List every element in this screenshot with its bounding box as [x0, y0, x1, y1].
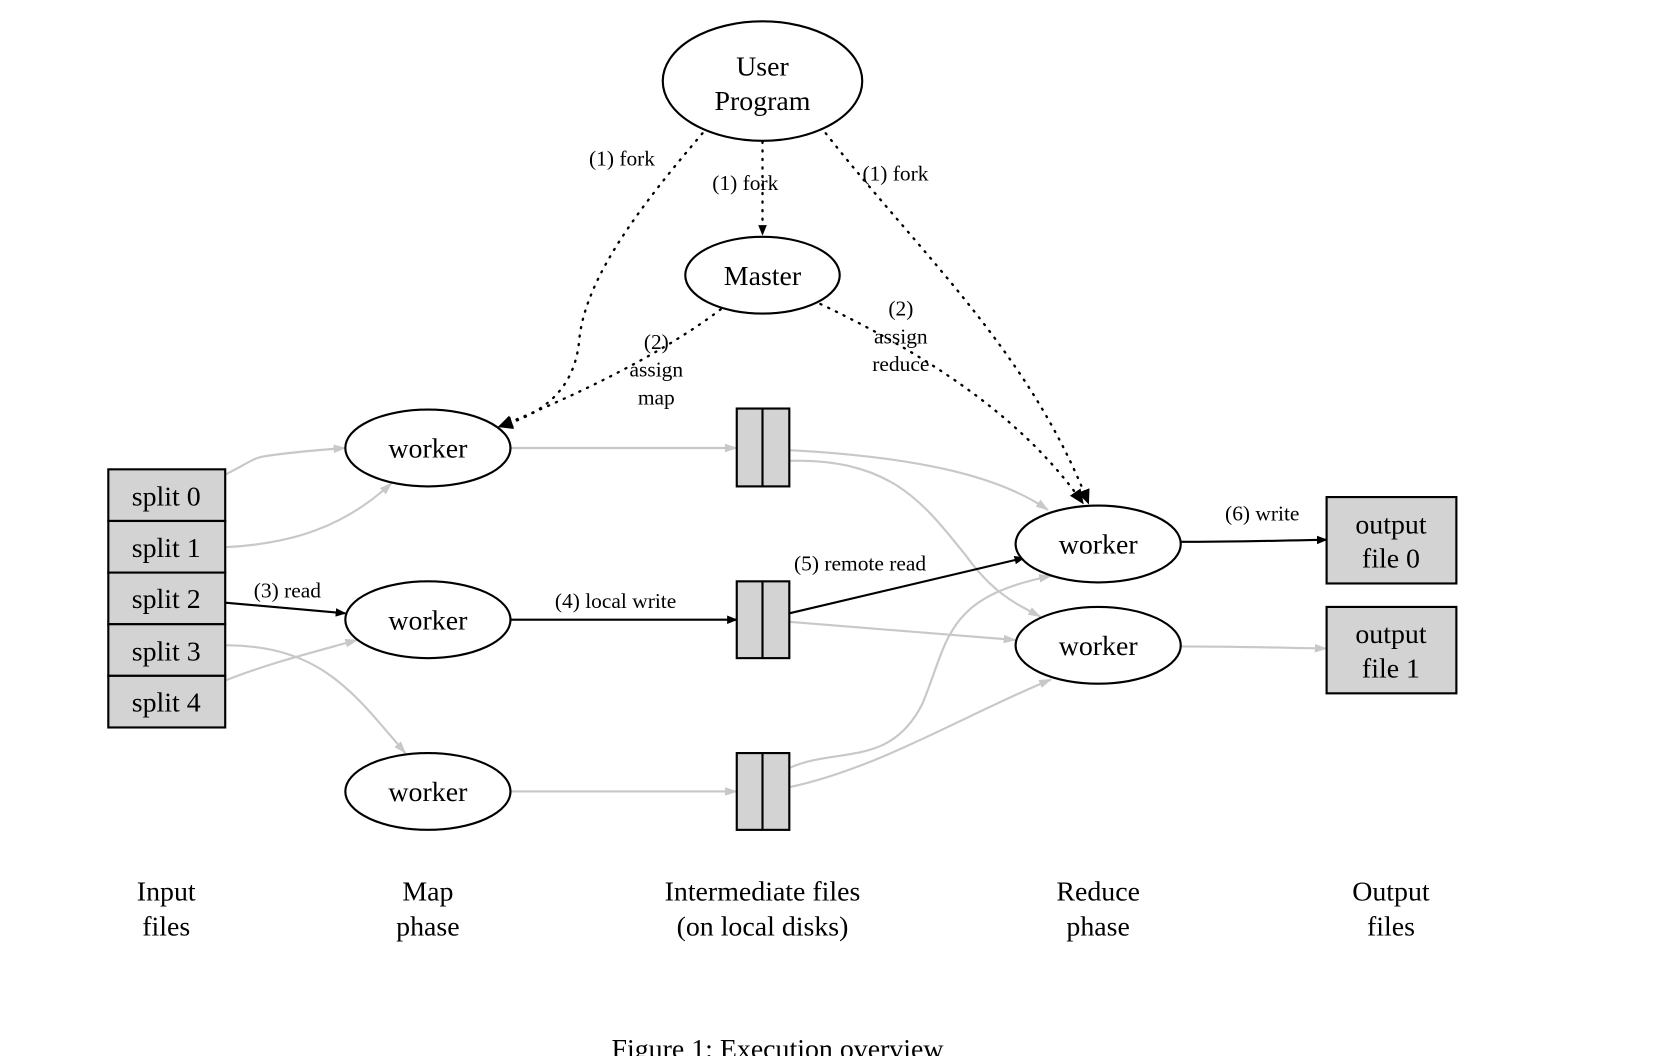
split-label: split 2 — [132, 584, 201, 615]
column-label-map-1: Map — [402, 876, 453, 907]
map-worker-label: worker — [388, 434, 468, 465]
split-label: split 3 — [132, 636, 201, 667]
split-box-0 — [107, 468, 227, 523]
split1-to-map-worker0 — [225, 482, 393, 549]
intermediate-file-0 — [735, 407, 791, 488]
input-splits: split 0 split 1 split 2 split 3 split 4 — [107, 468, 227, 729]
reduce0-to-output0 — [1179, 535, 1328, 545]
assign-reduce-label-1: (2) — [888, 297, 913, 321]
file2-to-reduce0 — [788, 574, 1053, 769]
column-label-reduce-1: Reduce — [1056, 876, 1140, 907]
column-label-reduce-2: phase — [1066, 912, 1129, 943]
column-label-output-1: Output — [1352, 876, 1430, 907]
user-program-label-line2: Program — [715, 86, 811, 117]
master-label: Master — [724, 261, 802, 292]
output-file-1: output file 1 — [1325, 605, 1458, 695]
split2-to-map-worker1 — [225, 601, 347, 617]
assign-reduce-label-2: assign — [874, 325, 928, 349]
local-write-label: (4) local write — [555, 589, 676, 613]
column-label-input-2: files — [142, 912, 190, 943]
remote-read-label: (5) remote read — [794, 552, 926, 576]
column-label-intermediate-1: Intermediate files — [665, 876, 861, 907]
user-program-node: User Program — [661, 20, 864, 142]
fork-label-center: (1) fork — [712, 171, 778, 195]
file0-to-reduce0 — [789, 449, 1049, 511]
split3-to-map-worker2 — [225, 644, 407, 754]
column-label-output-2: files — [1367, 912, 1415, 943]
file1-to-reduce0 — [789, 555, 1026, 615]
intermediate-file-1 — [735, 580, 791, 660]
split-box-3 — [107, 623, 227, 677]
output-label-line1: output — [1355, 619, 1427, 650]
map-worker-0: worker — [344, 408, 512, 488]
file0-to-reduce1 — [789, 459, 1042, 618]
map-worker-1: worker — [344, 580, 512, 660]
assign-map-label-2: assign — [630, 358, 684, 382]
assign-map-edge — [497, 308, 722, 428]
map-worker-label: worker — [388, 777, 468, 808]
edges — [224, 132, 1328, 796]
column-label-intermediate-2: (on local disks) — [677, 912, 849, 943]
assign-reduce-label-3: reduce — [872, 352, 929, 376]
split-box-1 — [107, 519, 227, 574]
intermediate-file-2 — [735, 752, 791, 831]
fork-edge-to-reduce-worker — [824, 132, 1090, 505]
split-box-2 — [107, 571, 227, 626]
fork-label-right: (1) fork — [862, 161, 928, 185]
split0-to-map-worker0 — [224, 444, 347, 476]
output-label-line1: output — [1355, 509, 1427, 540]
reduce-worker-1: worker — [1014, 605, 1182, 685]
figure-caption: Figure 1: Execution overview — [611, 1034, 943, 1056]
reduce-worker-label: worker — [1059, 530, 1139, 561]
split-box-4 — [107, 674, 227, 729]
assign-map-label-3: map — [638, 385, 675, 409]
file2-to-reduce1 — [789, 678, 1052, 789]
split4-to-map-worker1 — [224, 638, 359, 682]
column-label-input-1: Input — [137, 876, 196, 907]
fork-edge-to-map-worker — [497, 132, 704, 430]
write-label: (6) write — [1225, 502, 1299, 526]
fork-label-left: (1) fork — [589, 146, 655, 170]
output-label-line2: file 1 — [1362, 653, 1420, 684]
map-worker-2: worker — [344, 752, 512, 831]
assign-map-label-1: (2) — [644, 330, 669, 354]
output-label-line2: file 0 — [1362, 544, 1420, 575]
user-program-label-line1: User — [736, 52, 789, 83]
split-label: split 0 — [132, 482, 201, 513]
reduce1-to-output1 — [1179, 644, 1328, 653]
master-node: Master — [684, 235, 841, 315]
reduce-worker-label: worker — [1059, 631, 1139, 662]
read-label: (3) read — [254, 578, 322, 602]
file1-to-reduce1 — [789, 620, 1017, 644]
map-worker-label: worker — [388, 605, 468, 636]
split-label: split 4 — [132, 688, 201, 719]
reduce-worker-0: worker — [1014, 504, 1182, 584]
assign-reduce-edge — [819, 302, 1085, 505]
split-label: split 1 — [132, 533, 201, 564]
column-label-map-2: phase — [396, 912, 459, 943]
output-file-0: output file 0 — [1325, 496, 1458, 585]
